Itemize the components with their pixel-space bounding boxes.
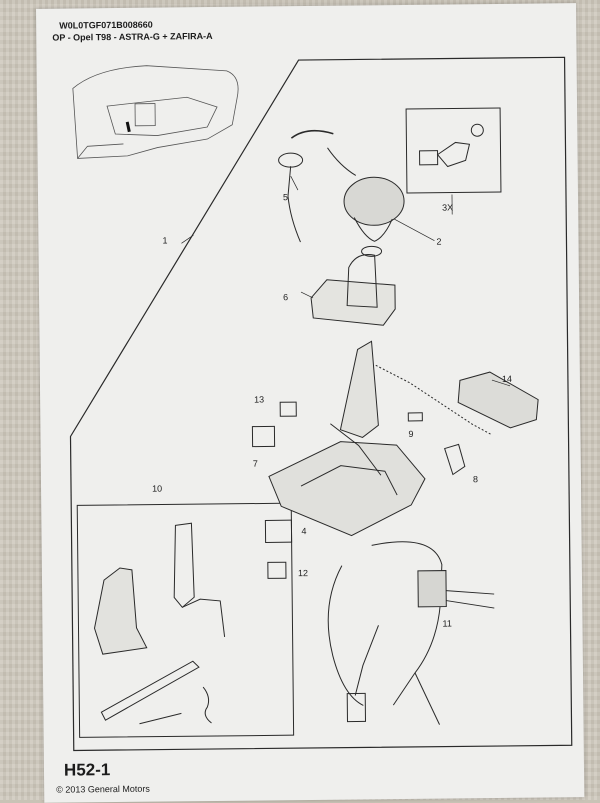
- part-13-clip: [279, 401, 297, 417]
- parts-diagram-sheet: W0L0TGF071B008660 OP - Opel T98 - ASTRA-…: [36, 3, 585, 803]
- callout-1: 1: [162, 235, 168, 246]
- part-11-wiring-harness: [327, 541, 495, 725]
- part-8-bracket: [444, 443, 466, 476]
- dashboard-locator-thumbnail: [72, 65, 239, 159]
- model-applicability: OP - Opel T98 - ASTRA-G + ZAFIRA-A: [52, 30, 213, 43]
- part-3x-connector: [419, 123, 484, 168]
- detail-box-3x: [405, 107, 502, 194]
- callout-7: 7: [252, 458, 258, 469]
- callout-8: 8: [472, 474, 479, 485]
- part-14-bracket: [457, 371, 539, 429]
- part-6-shift-boot: [310, 254, 396, 326]
- callout-3x: 3X: [442, 202, 454, 213]
- part-5-switch-cable: [278, 129, 357, 243]
- part-7-switch: [251, 425, 276, 448]
- leader-lines: [181, 176, 511, 387]
- part-4-switch: [264, 519, 293, 543]
- figure-id: H52-1: [63, 760, 111, 780]
- callout-5: 5: [282, 192, 289, 203]
- callout-11: 11: [442, 618, 452, 629]
- callout-12: 12: [297, 568, 309, 579]
- callout-9: 9: [408, 428, 414, 439]
- shifter-housing-assembly: [268, 340, 426, 537]
- assembly-boundary: [69, 56, 573, 752]
- callout-2: 2: [436, 236, 442, 247]
- callout-4: 4: [301, 526, 307, 537]
- part-12-grommet: [267, 561, 287, 579]
- callout-10: 10: [151, 483, 163, 494]
- callout-13: 13: [254, 394, 265, 405]
- catalog-code: W0L0TGF071B008660: [59, 19, 153, 31]
- inset-box-10: [76, 502, 295, 738]
- part-10-lever-kit: [93, 522, 226, 725]
- exploded-view-drawing: [69, 56, 573, 752]
- copyright-notice: © 2013 General Motors: [56, 783, 150, 795]
- callout-14: 14: [501, 373, 512, 384]
- part-2-shift-knob: [343, 176, 405, 257]
- part-9-bolt: [407, 412, 423, 422]
- callout-6: 6: [282, 292, 289, 303]
